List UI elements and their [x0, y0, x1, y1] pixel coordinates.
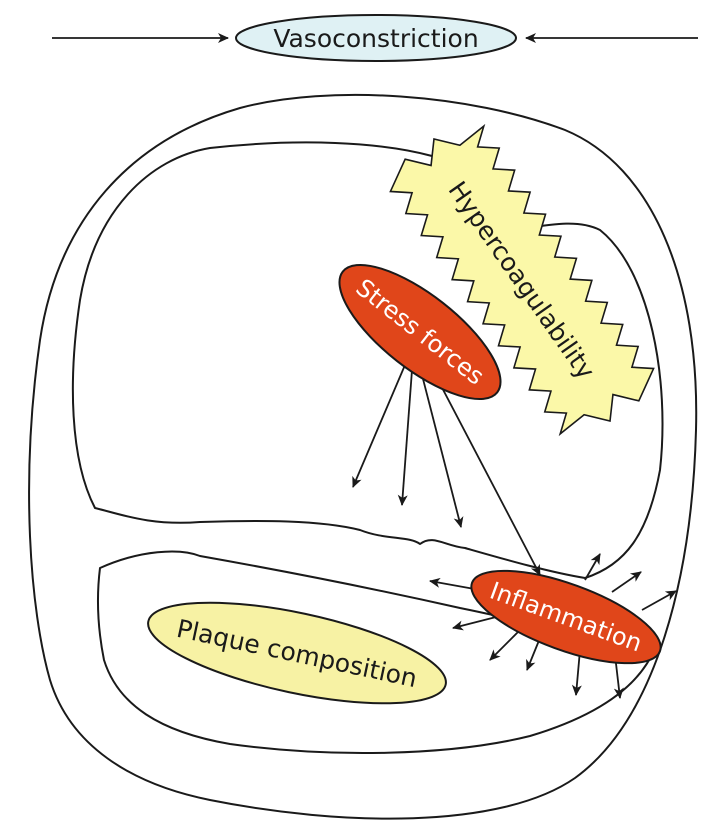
inflammation-arrow: [642, 591, 676, 610]
inflammation-arrow: [453, 616, 500, 628]
outer-vessel-wall: [29, 95, 696, 819]
inflammation-arrow: [612, 572, 641, 592]
inflammation-arrow: [490, 630, 520, 660]
hypercoagulability-group: Hypercoagulability: [380, 111, 664, 448]
inflammation-arrow: [527, 638, 540, 670]
stress-arrow-1: [353, 365, 405, 487]
inflammation-group: Inflammation: [461, 552, 672, 682]
stress-arrow-3: [422, 375, 461, 527]
plaque-composition-group: Plaque composition: [140, 582, 454, 723]
vasoconstriction-label: Vasoconstriction: [273, 24, 478, 53]
stress-arrow-2: [402, 370, 412, 505]
